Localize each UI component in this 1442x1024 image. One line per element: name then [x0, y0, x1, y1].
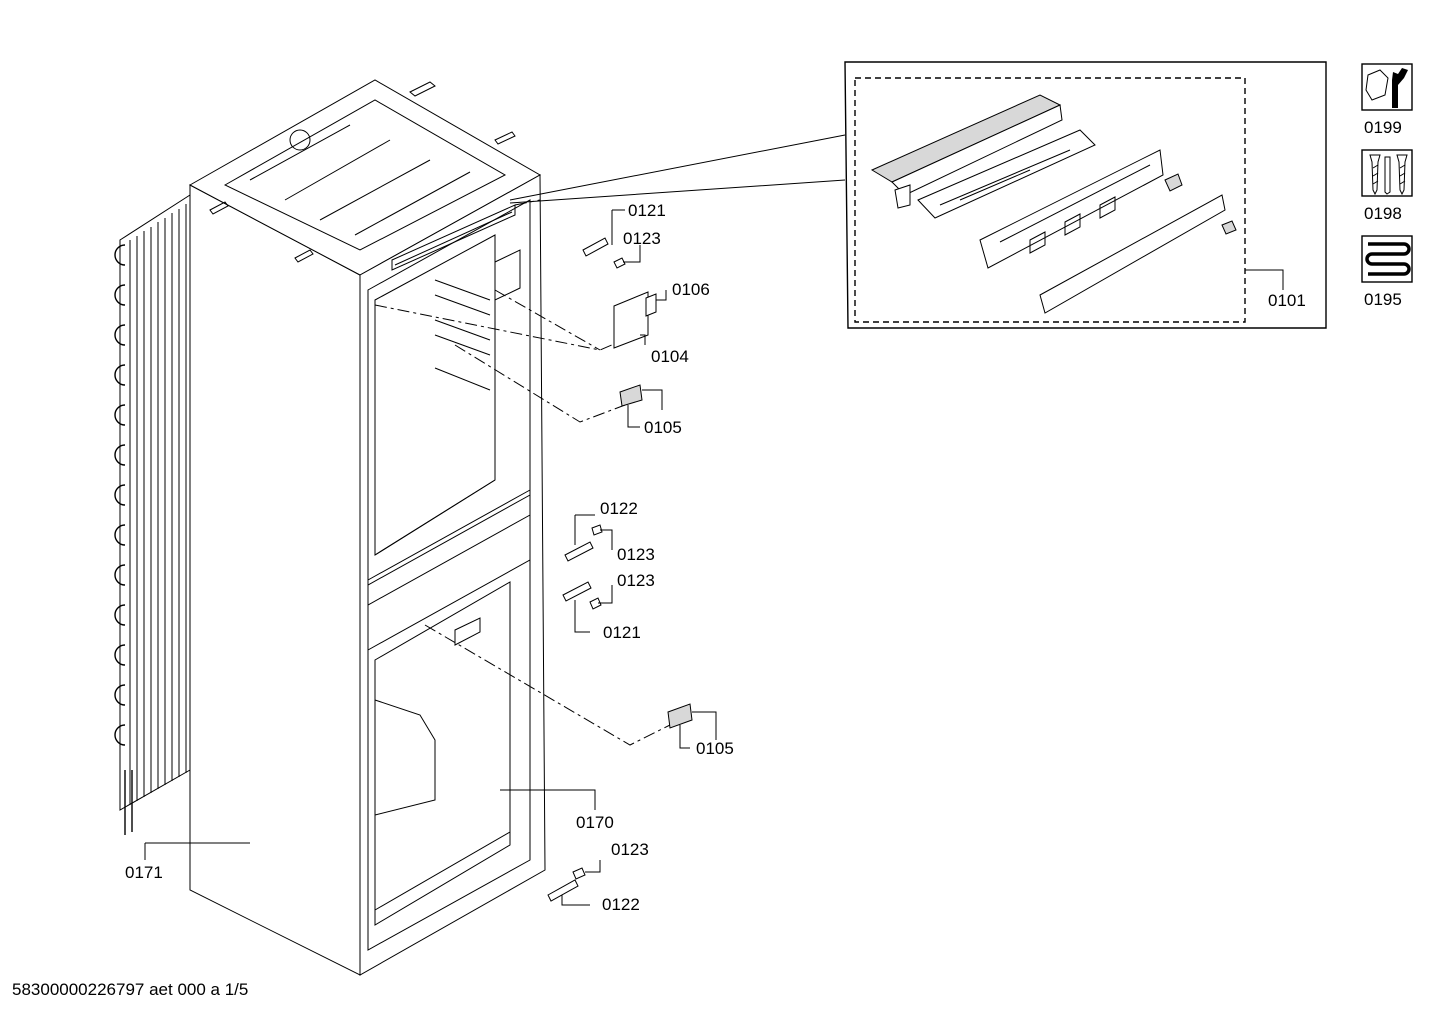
callout-0101: 0101 [1268, 291, 1306, 310]
callout-0171: 0171 [125, 863, 163, 882]
legend-code-0195: 0195 [1364, 290, 1402, 309]
legend: 0199 0198 0195 [1361, 63, 1413, 309]
fridge-cabinet [188, 79, 546, 976]
condenser-coil [114, 194, 191, 835]
callout-0123-bottom: 0123 [611, 840, 649, 859]
callout-0123-mid-a: 0123 [617, 545, 655, 564]
callout-0123-top: 0123 [623, 229, 661, 248]
callout-0121-mid: 0121 [603, 623, 641, 642]
legend-code-0198: 0198 [1364, 204, 1402, 223]
callout-labels: 0121 0123 0106 0104 0105 0122 0123 0123 … [125, 201, 1306, 914]
callout-0121-top: 0121 [628, 201, 666, 220]
document-id: 58300000226797 aet 000 a 1/5 [12, 980, 249, 999]
wrench-nut-icon [1361, 63, 1413, 111]
callout-0104: 0104 [651, 347, 689, 366]
callout-0106: 0106 [672, 280, 710, 299]
callout-0123-mid-b: 0123 [617, 571, 655, 590]
callout-0122-bottom: 0122 [602, 895, 640, 914]
callout-0122-mid: 0122 [600, 499, 638, 518]
callout-0105-bottom: 0105 [696, 739, 734, 758]
callout-0170: 0170 [576, 813, 614, 832]
detail-leader [509, 134, 846, 204]
screws-icon [1361, 149, 1413, 197]
callout-0105-top: 0105 [644, 418, 682, 437]
legend-code-0199: 0199 [1364, 118, 1402, 137]
coil-icon [1361, 235, 1413, 283]
detail-box-0101 [844, 61, 1327, 329]
small-parts [144, 209, 717, 906]
